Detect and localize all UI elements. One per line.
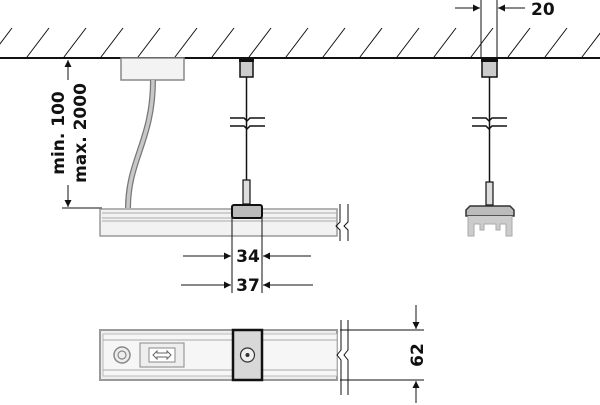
ceiling-hatch (544, 27, 568, 58)
ceiling-hatch (433, 27, 457, 58)
ceiling-hatch (396, 27, 420, 58)
profile-side-view (99, 204, 349, 241)
junction-box (120, 57, 185, 81)
cap-width-label: 20 (531, 0, 555, 20)
wire-break-symbol (230, 117, 265, 131)
clip-width-outer-label: 37 (236, 276, 260, 296)
ceiling-hatch (507, 27, 531, 58)
profile-height-label: 62 (408, 343, 428, 367)
profile-top-view (99, 320, 349, 395)
height-min-label: min. 100 (49, 91, 69, 175)
ceiling-hatch (359, 27, 383, 58)
suspension-wire-front (230, 58, 265, 219)
ceiling-hatch (211, 27, 235, 58)
cap-width-dimension: 20 (455, 0, 555, 58)
ceiling-hatch (322, 27, 346, 58)
ceiling-hatch (100, 27, 124, 58)
ceiling-hatch (137, 27, 161, 58)
ceiling-hatch (581, 32, 600, 58)
mounting-clip (231, 204, 263, 219)
height-max-label: max. 2000 (71, 83, 91, 183)
ceiling-hatch (174, 27, 198, 58)
connector-icon (113, 346, 131, 364)
ceiling-hatch (26, 27, 50, 58)
height-dimension: min. 100 max. 2000 (49, 60, 102, 209)
suspension-wire-end-view (465, 58, 515, 237)
ceiling-hatch (63, 27, 87, 58)
clip-width-inner-label: 34 (236, 247, 260, 267)
ceiling-hatch (285, 27, 309, 58)
ceiling (0, 27, 600, 59)
double-arrow-icon (152, 349, 172, 361)
ceiling-hatch (248, 27, 272, 58)
clip-width-dimension: 34 37 (181, 205, 313, 296)
ceiling-hatch (470, 27, 494, 58)
ceiling-hatch (0, 27, 13, 45)
profile-height-dimension: 62 (340, 305, 428, 403)
